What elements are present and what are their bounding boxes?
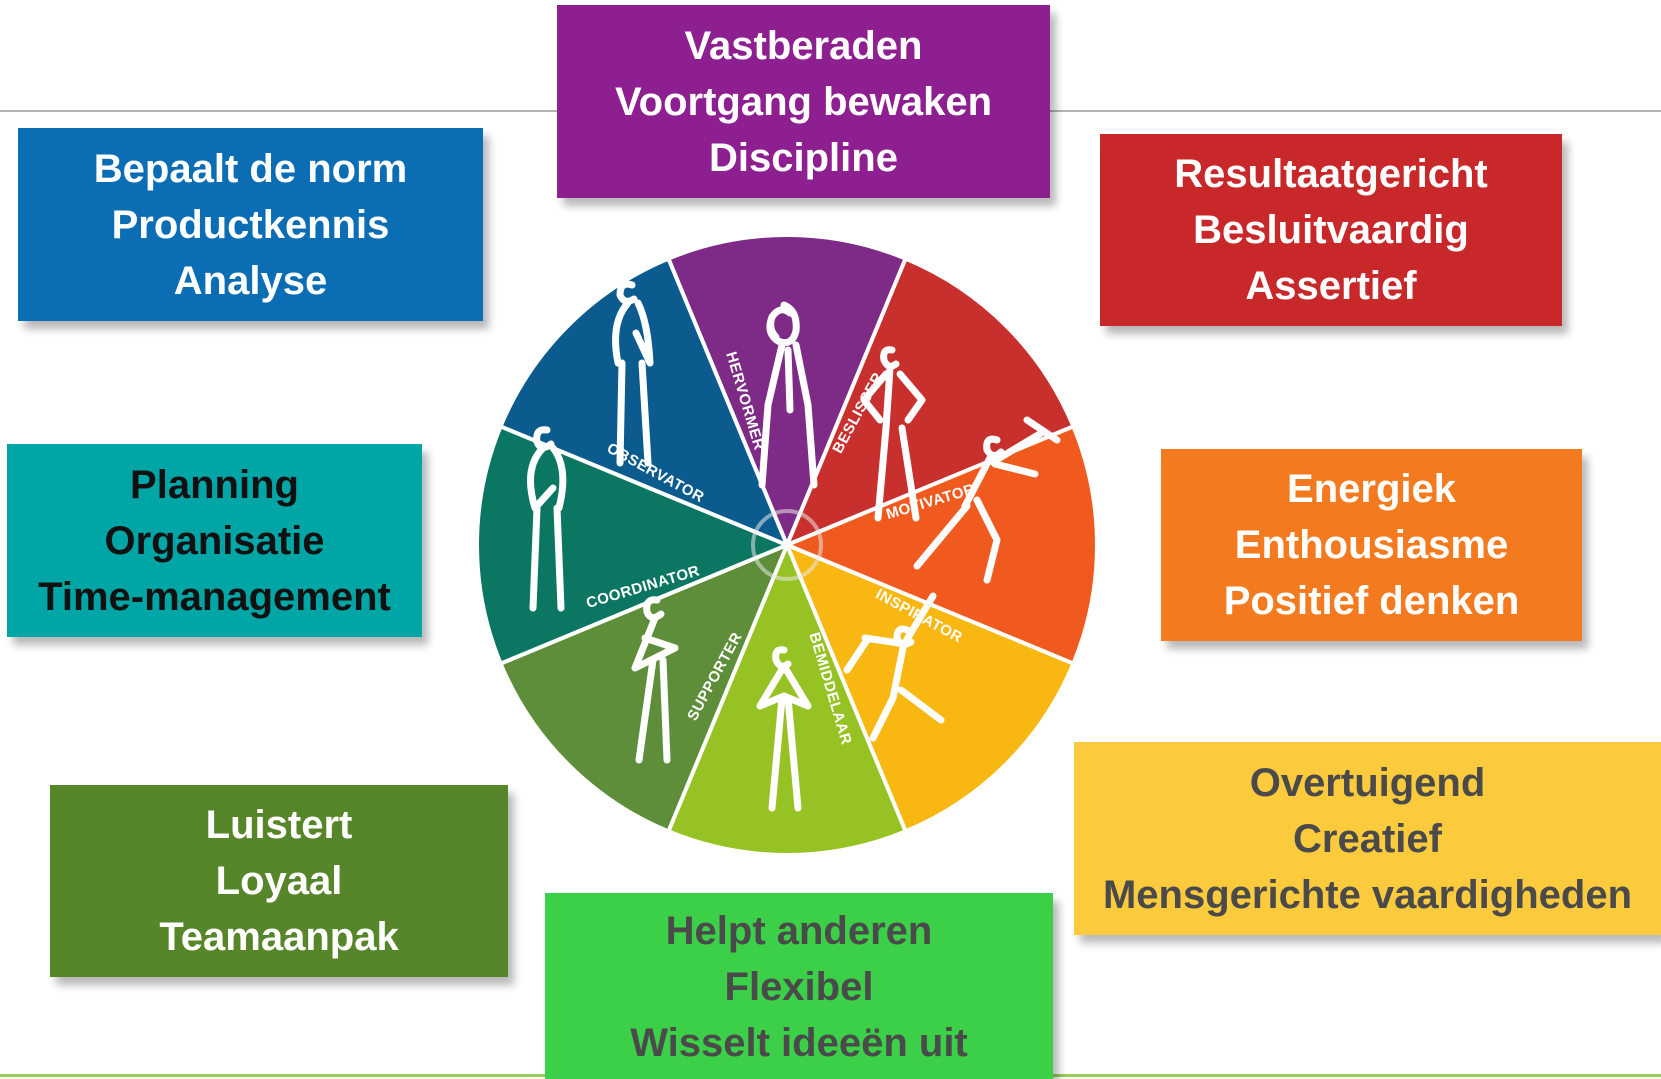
box-line: Assertief <box>1245 264 1417 308</box>
box-line: Flexibel <box>724 965 874 1009</box>
bemiddelaar-box: Helpt anderen Flexibel Wisselt ideeën ui… <box>545 893 1053 1079</box>
box-line: Helpt anderen <box>665 909 933 953</box>
supporter-box: Luistert Loyaal Teamaanpak <box>50 785 508 977</box>
motivator-box: Energiek Enthousiasme Positief denken <box>1161 449 1582 641</box>
box-line: Positief denken <box>1223 579 1520 623</box>
wheel-hub <box>751 509 823 581</box>
box-line: Enthousiasme <box>1234 523 1509 567</box>
box-line: Mensgerichte vaardigheden <box>1102 872 1633 917</box>
wheel-segment-motivator <box>781 423 1099 667</box>
coordinator-box: Planning Organisatie Time-management <box>7 444 422 637</box>
box-line: Organisatie <box>104 518 325 563</box>
box-line: Besluitvaardig <box>1193 208 1469 252</box>
wheel-segments <box>475 233 1099 857</box>
standing-person-icon <box>527 426 567 612</box>
hands-on-hips-person-icon <box>860 346 926 522</box>
person-with-open-arms-icon <box>756 646 812 812</box>
box-line: Loyaal <box>215 859 343 903</box>
box-line: Voortgang bewaken <box>614 79 993 124</box>
box-line: Vastberaden <box>684 23 923 68</box>
wheel-segment-supporter <box>497 541 791 835</box>
box-line: Wisselt ideeën uit <box>630 1021 968 1065</box>
running-person-icon <box>913 416 1061 584</box>
pondering-person-icon <box>612 280 654 467</box>
wheel-segment-beslisser <box>783 255 1077 549</box>
box-line: Planning <box>130 462 299 507</box>
box-line: Time-management <box>38 574 391 619</box>
beslisser-box: Resultaatgericht Besluitvaardig Assertie… <box>1100 134 1562 326</box>
box-line: Productkennis <box>111 202 390 247</box>
thinking-person-icon <box>758 301 818 489</box>
box-line: Resultaatgericht <box>1174 152 1488 196</box>
box-line: Bepaalt de norm <box>93 146 408 191</box>
box-line: Luistert <box>205 803 353 847</box>
box-line: Analyse <box>173 258 328 303</box>
box-line: Creatief <box>1293 816 1442 861</box>
wheel-segment-inspirator <box>783 541 1077 835</box>
leaping-person-icon <box>843 592 945 742</box>
inspirator-box: Overtuigend Creatief Mensgerichte vaardi… <box>1074 742 1661 935</box>
hervormer-box: Vastberaden Voortgang bewaken Discipline <box>557 5 1050 198</box>
box-line: Overtuigend <box>1249 760 1486 805</box>
box-line: Discipline <box>709 135 898 180</box>
arms-crossed-person-icon <box>631 596 679 764</box>
box-line: Teamaanpak <box>159 915 399 959</box>
wheel-figures <box>527 280 1061 812</box>
observator-box: Bepaalt de norm Productkennis Analyse <box>18 128 483 321</box>
box-line: Energiek <box>1287 467 1456 511</box>
